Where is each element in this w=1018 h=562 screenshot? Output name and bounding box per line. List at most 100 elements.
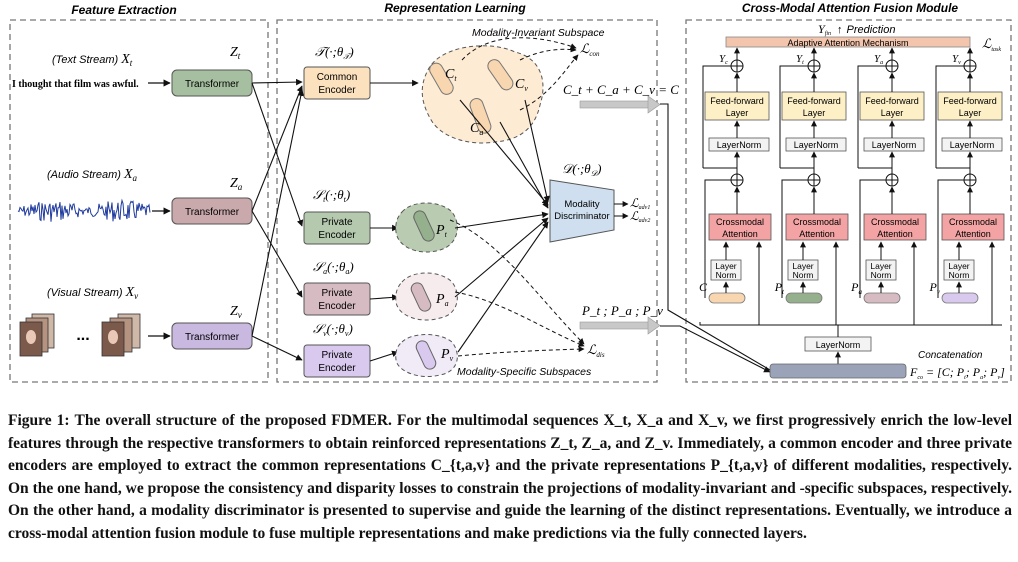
common-rep-v xyxy=(487,59,514,91)
representation-learning-title: Representation Learning xyxy=(384,1,526,15)
common-to-fusion-bar xyxy=(579,100,651,109)
ffn-a xyxy=(859,91,925,121)
invariant-subspace-blob xyxy=(421,45,544,144)
audio-waveform xyxy=(17,198,151,222)
column-input-label-t: Pt xyxy=(774,280,785,296)
layer-norm-line2-a: Norm xyxy=(871,270,892,280)
feature-extraction-title: Feature Extraction xyxy=(71,3,176,17)
common-rep-t xyxy=(429,62,454,95)
common-rep-a-label: Ca xyxy=(470,121,483,137)
residual-1-v xyxy=(937,179,964,298)
residual-2-a xyxy=(857,65,886,168)
private-to-fusion-bar xyxy=(579,321,651,330)
fdmer-architecture-diagram: Feature Extraction Representation Learni… xyxy=(9,1,1012,383)
specific-subspace-label: Modality-Specific Subspaces xyxy=(457,366,592,378)
layer-norm-line2-t: Norm xyxy=(793,270,814,280)
figure-caption: Figure 1: The overall structure of the p… xyxy=(8,410,1012,546)
column-input-pill-v xyxy=(941,292,979,304)
z-a-label: Za xyxy=(230,176,243,192)
residual-1-c xyxy=(704,179,731,298)
common-encoder-function: 𝒯(·;θ𝒯) xyxy=(315,44,354,61)
common-to-concat-line xyxy=(660,103,771,371)
figure-number: Figure 1: xyxy=(8,412,70,429)
ffn-line2-v: Layer xyxy=(959,108,982,118)
discriminator-line2: Discriminator xyxy=(554,211,609,222)
adaptive-attention-label: Adaptive Attention Mechanism xyxy=(787,38,908,48)
to-discriminator-arrows xyxy=(454,99,550,353)
layer-norm-line2-v: Norm xyxy=(949,270,970,280)
crossmodal-line2-v: Attention xyxy=(955,229,991,239)
ffn-line1-a: Feed-forward xyxy=(865,96,919,106)
text-sentence: I thought that film was awful. xyxy=(12,79,139,90)
adv1-loss-label: ℒadv1 xyxy=(630,196,650,211)
private-to-concat-line xyxy=(660,325,771,373)
crossmodal-attention-v xyxy=(941,213,1005,241)
layer-norm-line1-c: Layer xyxy=(715,261,736,271)
adaptive-attention-bar xyxy=(725,36,971,48)
private-rep-v xyxy=(415,340,437,370)
dis-loss-arrows xyxy=(449,219,585,357)
text-transformer-label: Transformer xyxy=(185,79,240,90)
ffn-c xyxy=(704,91,770,121)
visual-stream-label: (Visual Stream)Xv xyxy=(47,285,138,301)
ffn-v xyxy=(937,91,1003,121)
common-encoder-line2: Encoder xyxy=(318,85,356,96)
concatenation-equation: Fco = [C; Pt; Pa; Pv] xyxy=(909,365,1005,381)
dis-loss-label: ℒdis xyxy=(587,342,605,359)
private-tuple: P_t ; P_a ; P_v xyxy=(581,303,663,318)
private-encoder-v-function: 𝒮v(·;θv) xyxy=(313,321,353,338)
z-v-label: Zv xyxy=(230,304,242,320)
common-rep-a xyxy=(469,98,492,134)
ffn-line2-c: Layer xyxy=(726,108,749,118)
task-loss-label: ℒtask xyxy=(982,36,1001,53)
discriminator-function: 𝒟(·;θ𝒟) xyxy=(562,161,601,178)
layer-norm-line1-a: Layer xyxy=(870,261,891,271)
prediction-label: Yfin↑Prediction xyxy=(818,22,895,37)
column-input-pill-c xyxy=(708,292,746,304)
layer-norm-line1-t: Layer xyxy=(792,261,813,271)
crossmodal-line1-a: Crossmodal xyxy=(871,217,919,227)
crossmodal-attention-c xyxy=(708,213,772,241)
private-encoder-a-function: 𝒮a(·;θa) xyxy=(313,259,354,276)
column-input-pill-a xyxy=(863,292,901,304)
layernorm-label-t: LayerNorm xyxy=(794,140,839,150)
private-encoder-t-line2: Encoder xyxy=(318,230,356,241)
con-loss-label: ℒcon xyxy=(580,41,600,58)
text-stream-label: (Text Stream)Xt xyxy=(52,52,133,68)
layernorm-a xyxy=(863,137,925,152)
common-encoder-line1: Common xyxy=(317,72,358,83)
representation-learning-frame xyxy=(276,19,658,383)
bottom-layernorm-label: LayerNorm xyxy=(816,340,861,350)
private-encoder-a-line2: Encoder xyxy=(318,301,356,312)
adv2-loss-label: ℒadv2 xyxy=(630,209,650,224)
layernorm-v xyxy=(941,137,1003,152)
ffn-line2-a: Layer xyxy=(881,108,904,118)
crossmodal-line2-t: Attention xyxy=(799,229,835,239)
layer-norm-line1-v: Layer xyxy=(948,261,969,271)
visual-ellipsis: ... xyxy=(76,327,89,344)
concatenation-label: Concatenation xyxy=(918,350,983,361)
layernorm-label-v: LayerNorm xyxy=(950,140,995,150)
crossmodal-line1-v: Crossmodal xyxy=(949,217,997,227)
ffn-line2-t: Layer xyxy=(803,108,826,118)
layernorm-bus xyxy=(699,322,839,337)
fusion-columns: CrossmodalAttentionLayerNormCLayerNormFe… xyxy=(699,47,1005,325)
column-output-label-c: Yc xyxy=(719,53,728,66)
private-rep-t-label: Pt xyxy=(435,223,448,239)
common-rep-v-label: Cv xyxy=(515,77,528,93)
figure-caption-text: The overall structure of the proposed FD… xyxy=(8,412,1012,542)
private-to-fusion-arrowhead xyxy=(647,316,661,335)
layernorm-t xyxy=(785,137,847,152)
private-encoder-v-line1: Private xyxy=(321,350,353,361)
private-encoder-t-line1: Private xyxy=(321,217,353,228)
transformer-to-encoder-arrows xyxy=(251,78,305,361)
ffn-line1-c: Feed-forward xyxy=(710,96,764,106)
column-output-label-v: Yv xyxy=(952,53,961,66)
layernorm-label-a: LayerNorm xyxy=(872,140,917,150)
concatenation-bar xyxy=(769,363,907,379)
discriminator-line1: Modality xyxy=(564,199,600,210)
visual-frames-left xyxy=(19,313,55,357)
residual-2-t xyxy=(779,65,808,168)
private-encoder-v-line2: Encoder xyxy=(318,363,356,374)
audio-stream-label: (Audio Stream)Xa xyxy=(47,167,138,183)
